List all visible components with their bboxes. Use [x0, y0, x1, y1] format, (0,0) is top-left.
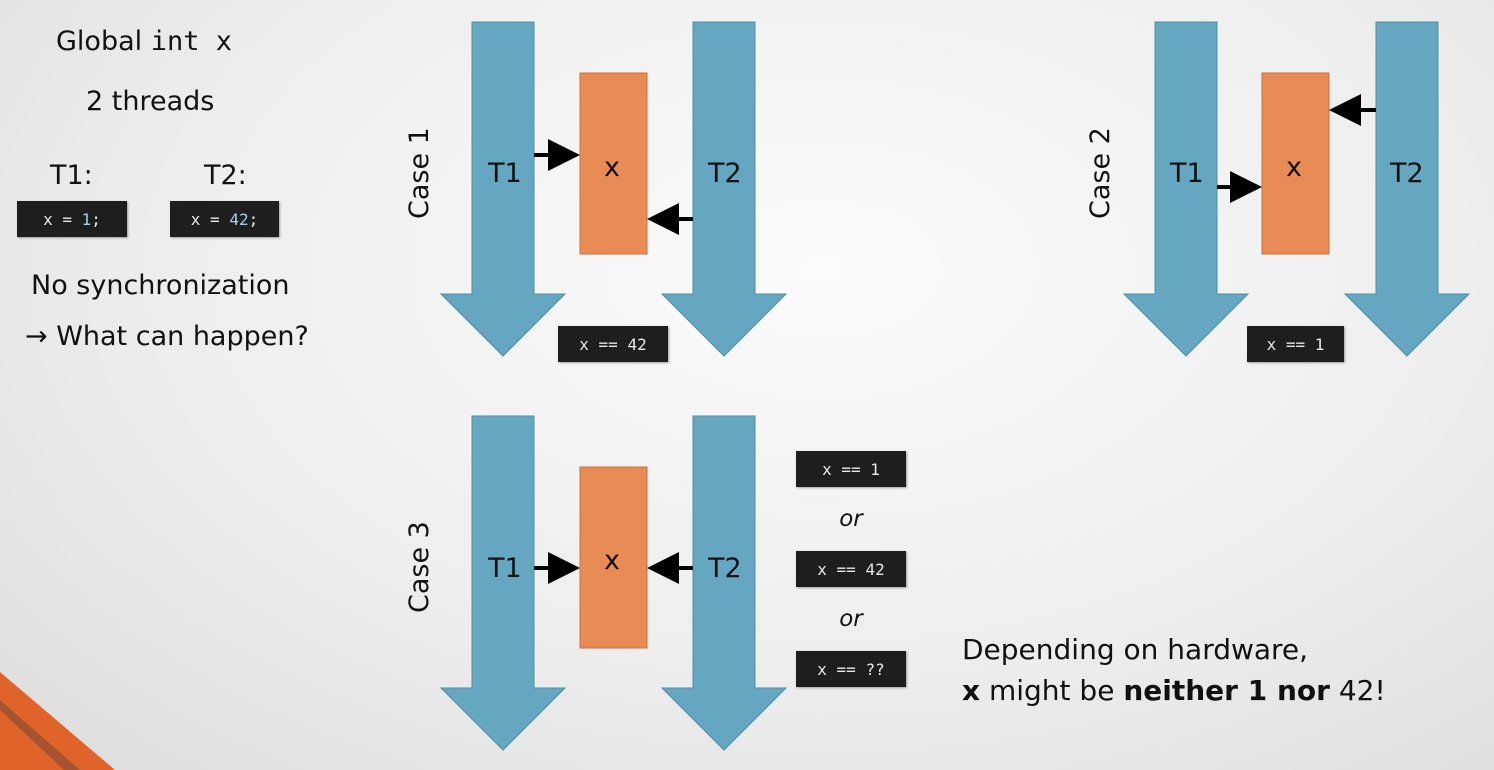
t1-code-pre: x = — [43, 209, 82, 229]
case1-thread1-arrow — [439, 21, 567, 357]
conclusion-mid: might be — [980, 674, 1124, 707]
t2-label: T2: — [204, 160, 247, 191]
case3-thread2-arrow — [660, 415, 788, 751]
case1-thread2-arrow — [660, 21, 788, 357]
case1-thread1-label: T1 — [488, 158, 522, 189]
case2-label: Case 2 — [1085, 127, 1116, 219]
case1-result-box: x == 42 — [558, 326, 668, 362]
case2-thread2-label: T2 — [1390, 158, 1424, 189]
conclusion-end: 42! — [1329, 674, 1386, 707]
case3-thread1-arrow — [439, 415, 567, 751]
case3-thread1-label: T1 — [488, 553, 522, 584]
corner-accent-shape — [0, 672, 115, 770]
t1-code-num: 1 — [81, 209, 92, 229]
conclusion-bold: neither 1 nor — [1123, 674, 1330, 707]
case2-variable-box — [1261, 72, 1330, 255]
t2-code-num: 42 — [229, 209, 249, 229]
case1-variable-box — [579, 72, 648, 255]
conclusion-line1: Depending on hardware, — [962, 633, 1309, 666]
t2-code-box: x = 42; — [170, 201, 279, 237]
threads-count: 2 threads — [86, 86, 215, 117]
global-code: int x — [150, 26, 232, 57]
case1-variable-label: x — [604, 152, 620, 183]
case3-variable-label: x — [604, 545, 620, 576]
t2-code-post: ; — [248, 209, 259, 229]
case3-or-2: or — [839, 606, 863, 632]
case3-variable-box — [579, 466, 648, 649]
t1-code-post: ; — [91, 209, 101, 229]
global-prefix: Global — [56, 26, 151, 57]
case3-result-b-box: x == 42 — [796, 551, 906, 587]
conclusion-var: x — [962, 674, 981, 707]
case3-label: Case 3 — [404, 521, 435, 613]
no-sync-text: No synchronization — [31, 270, 290, 301]
global-declaration: Global int x — [56, 26, 232, 57]
case2-variable-label: x — [1286, 152, 1302, 183]
case3-or-1: or — [839, 506, 863, 532]
case3-result-c-box: x == ?? — [796, 651, 906, 687]
case1-thread2-label: T2 — [708, 158, 742, 189]
question-text: → What can happen? — [25, 321, 309, 352]
case3-thread2-label: T2 — [708, 553, 742, 584]
t1-label: T1: — [50, 160, 93, 191]
case2-result-box: x == 1 — [1247, 326, 1344, 362]
case2-thread2-arrow — [1343, 21, 1471, 357]
case2-thread1-label: T1 — [1170, 158, 1204, 189]
t2-code-pre: x = — [190, 209, 230, 229]
case1-label: Case 1 — [404, 127, 435, 219]
t1-code-box: x = 1; — [17, 201, 127, 237]
case3-result-a-box: x == 1 — [796, 451, 906, 487]
conclusion-line2: x might be neither 1 nor 42! — [962, 674, 1386, 707]
case2-thread1-arrow — [1122, 21, 1250, 357]
